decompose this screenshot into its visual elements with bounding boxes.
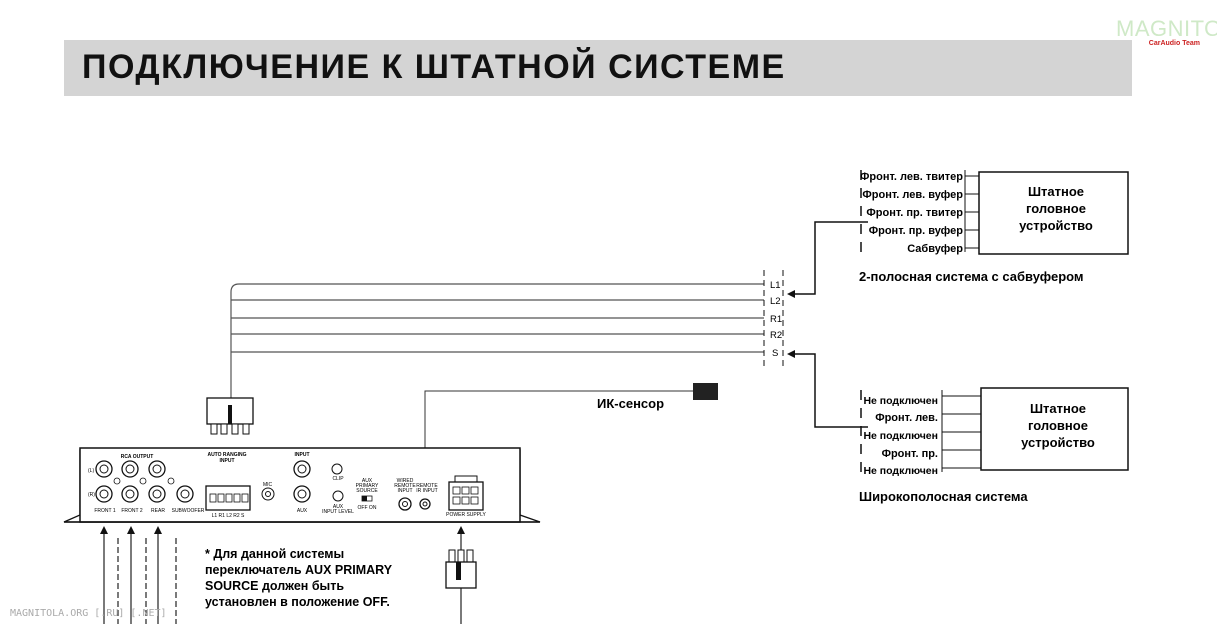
bottom-output-5: Не подключен: [863, 465, 938, 477]
head-unit-bottom-label-3: устройство: [1021, 435, 1095, 450]
amp-rear: REAR: [151, 508, 165, 514]
top-output-5: Сабвуфер: [907, 243, 963, 255]
top-caption: 2-полосная система с сабвуфером: [859, 269, 1084, 284]
amp-aux-primary-3: SOURCE: [356, 488, 378, 494]
head-unit-top-box: [978, 171, 1129, 255]
amp-ch-l: (L): [88, 468, 94, 474]
amp-wired-remote-2: REMOTE: [394, 483, 416, 489]
amp-auto-ranging: AUTO RANGING: [207, 452, 246, 458]
amp-front2: FRONT 2: [121, 508, 143, 514]
bottom-output-3: Не подключен: [863, 430, 938, 442]
amplifier: [63, 447, 541, 523]
rca-jacks: [95, 460, 194, 503]
ir-sensor-label: ИК-сенсор: [597, 396, 664, 411]
amp-auto-ranging-input: INPUT: [220, 458, 235, 464]
top-output-2: Фронт. лев. вуфер: [862, 189, 963, 201]
harness-wires: [230, 283, 764, 400]
amp-mic: MIC: [263, 482, 273, 488]
top-output-3: Фронт. пр. твитер: [866, 207, 963, 219]
amp-aux-input-level-2: INPUT LEVEL: [322, 509, 354, 515]
top-connection-line: [790, 221, 868, 295]
bottom-output-4: Фронт. пр.: [882, 448, 938, 460]
amp-front1: FRONT 1: [94, 508, 116, 514]
ir-sensor-cable: [424, 390, 693, 468]
bottom-caption: Широкополосная система: [859, 489, 1028, 504]
top-output-4: Фронт. пр. вуфер: [869, 225, 964, 237]
brand-logo: MAGNITOLA CarAudio Team: [1116, 16, 1217, 48]
note-line-4: установлен в положение OFF.: [205, 595, 390, 609]
amp-clip: CLIP: [332, 476, 344, 482]
bottom-output-1: Не подключен: [863, 395, 938, 407]
amp-ch-r: (R): [88, 492, 95, 498]
power-plug: [445, 549, 477, 589]
rca-cable-arrows: [100, 526, 162, 534]
power-arrow: [457, 526, 465, 534]
amp-subwoofer: SUBWOOFER: [172, 508, 205, 514]
amp-ir-remote-2: IR INPUT: [416, 488, 437, 494]
amp-wired-remote-3: INPUT: [398, 488, 413, 494]
note-line-1: * Для данной системы: [205, 547, 344, 561]
harness-label-r2: R2: [770, 330, 782, 341]
head-unit-bottom-label-1: Штатное: [1030, 401, 1086, 416]
amp-rca-output: RCA OUTPUT: [121, 454, 154, 460]
note-line-2: переключатель AUX PRIMARY: [205, 563, 393, 577]
note-line-3: SOURCE должен быть: [205, 579, 344, 593]
input-jacks: [293, 460, 344, 503]
top-output-1: Фронт. лев. твитер: [860, 171, 963, 183]
head-unit-top-label-1: Штатное: [1028, 184, 1084, 199]
rca-cables: [103, 530, 177, 624]
amp-aux-input-level-1: AUX: [333, 504, 344, 510]
amp-pins: L1 R1 L2 R2 S: [212, 513, 245, 519]
amp-power-supply: POWER SUPPLY: [446, 512, 486, 518]
amp-input: INPUT: [295, 452, 310, 458]
harness-label-s: S: [772, 348, 778, 359]
amp-wired-remote-1: WIRED: [397, 478, 414, 484]
head-unit-top-label-3: устройство: [1019, 218, 1093, 233]
harness-label-r1: R1: [770, 314, 782, 325]
amp-ir-remote-1: REMOTE: [416, 483, 438, 489]
power-supply-connector: [448, 475, 484, 511]
logo-main: MAGNITOLA: [1116, 16, 1217, 41]
ir-sensor-block: [693, 383, 718, 400]
harness-label-l1: L1: [770, 280, 781, 291]
footer-watermark: MAGNITOLA.ORG [.RU] [.NET]: [10, 608, 167, 619]
bottom-output-2: Фронт. лев.: [875, 412, 938, 424]
harness-label-l2: L2: [770, 296, 781, 307]
head-unit-bottom-label-2: головное: [1028, 418, 1088, 433]
logo-sub: CarAudio Team: [1148, 40, 1200, 47]
auto-ranging-connector: [205, 485, 251, 511]
page-title: ПОДКЛЮЧЕНИЕ К ШТАТНОЙ СИСТЕМЕ: [82, 48, 786, 86]
bottom-connection-line: [790, 353, 868, 428]
title-bar: ПОДКЛЮЧЕНИЕ К ШТАТНОЙ СИСТЕМЕ: [64, 40, 1132, 96]
head-unit-bottom-box: [980, 387, 1129, 471]
harness-plug: [206, 397, 254, 435]
top-arrow: [787, 290, 795, 298]
bottom-arrow: [787, 350, 795, 358]
amp-off-on: OFF ON: [358, 505, 377, 511]
amp-aux: AUX: [297, 508, 308, 514]
amp-aux-primary-2: PRIMARY: [356, 483, 379, 489]
head-unit-top-label-2: головное: [1026, 201, 1086, 216]
amp-aux-primary-1: AUX: [362, 478, 373, 484]
